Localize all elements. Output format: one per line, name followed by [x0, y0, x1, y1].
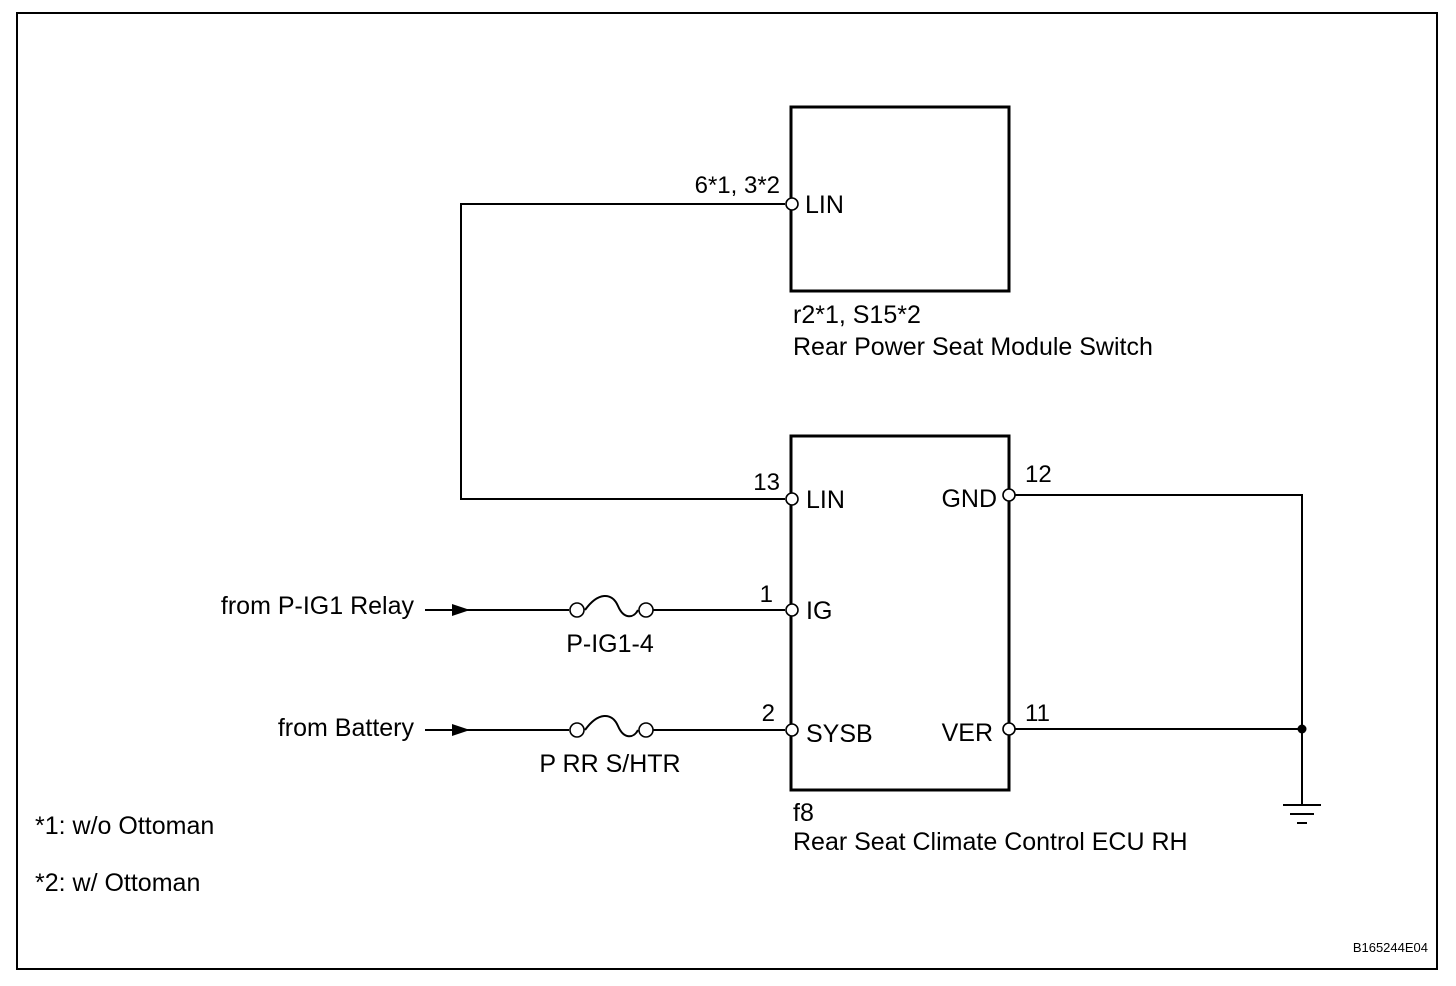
- ecu-sysb-pin-name: SYSB: [806, 720, 873, 748]
- ecu-ig-pin-number: 1: [760, 581, 773, 608]
- ground-junction-dot: [1297, 724, 1307, 734]
- diagram-frame: [16, 12, 1438, 970]
- ecu-ver-terminal: [1002, 722, 1016, 736]
- ecu-ver-pin-number: 11: [1025, 700, 1050, 727]
- note-with-ottoman: *2: w/ Ottoman: [35, 869, 200, 897]
- ecu-name: Rear Seat Climate Control ECU RH: [793, 828, 1188, 856]
- module-switch-lin-pin-number: 6*1, 3*2: [695, 172, 780, 199]
- gnd-wire: [1015, 494, 1303, 805]
- module-switch-name: Rear Power Seat Module Switch: [793, 333, 1153, 361]
- ecu-sysb-terminal: [785, 723, 799, 737]
- ecu-lin-pin-number: 13: [753, 469, 780, 496]
- ecu-lin-terminal: [785, 492, 799, 506]
- ecu-box: [789, 434, 1011, 792]
- fuse-battery-label: P RR S/HTR: [539, 750, 680, 778]
- ecu-gnd-pin-name: GND: [941, 485, 997, 513]
- ecu-ig-terminal: [785, 603, 799, 617]
- relay-source-label: from P-IG1 Relay: [221, 592, 415, 620]
- lin-bus-wire: [460, 203, 785, 500]
- ecu-ig-pin-name: IG: [806, 597, 832, 625]
- battery-source-label: from Battery: [278, 714, 415, 742]
- ecu-ver-pin-name: VER: [942, 719, 993, 747]
- relay-arrow-icon: [452, 604, 470, 616]
- module-switch-lin-terminal: [785, 197, 799, 211]
- fuse-battery-icon: [569, 715, 654, 738]
- ecu-connector: f8: [793, 799, 814, 827]
- module-switch-connector: r2*1, S15*2: [793, 301, 921, 329]
- ecu-gnd-terminal: [1002, 488, 1016, 502]
- ecu-sysb-pin-number: 2: [762, 700, 775, 727]
- module-switch-box: [789, 105, 1011, 293]
- fuse-ig-label: P-IG1-4: [566, 630, 654, 658]
- figure-code: B165244E04: [1353, 940, 1428, 955]
- module-switch-lin-pin-name: LIN: [805, 191, 844, 219]
- ground-symbol-icon: [1283, 804, 1321, 824]
- fuse-ig-icon: [569, 595, 654, 618]
- ecu-lin-pin-name: LIN: [806, 486, 845, 514]
- ecu-gnd-pin-number: 12: [1025, 461, 1052, 488]
- note-without-ottoman: *1: w/o Ottoman: [35, 812, 214, 840]
- battery-arrow-icon: [452, 724, 470, 736]
